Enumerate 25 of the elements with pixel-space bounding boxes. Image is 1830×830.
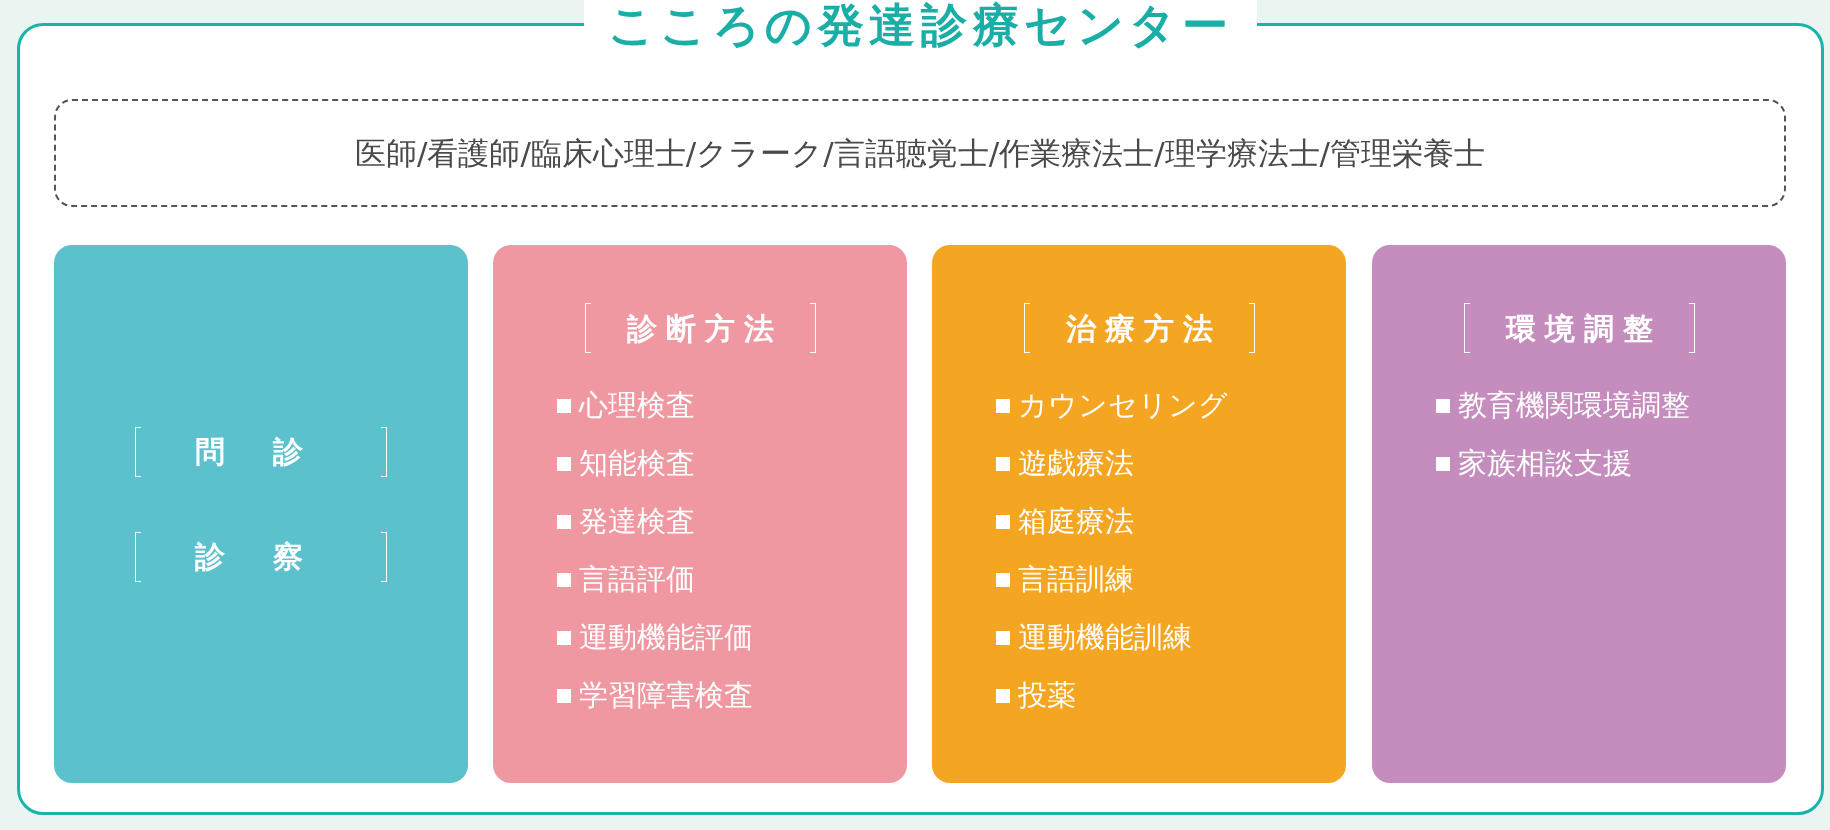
list-item: 運動機能評価 <box>579 619 753 656</box>
list-item: カウンセリング <box>1018 387 1228 424</box>
category-card <box>493 245 907 783</box>
list-item: 遊戯療法 <box>1018 445 1134 482</box>
list-item: 箱庭療法 <box>1018 503 1134 540</box>
card-heading: 環境調整 <box>1504 309 1663 348</box>
list-item: 言語評価 <box>579 561 695 598</box>
list-item: 家族相談支援 <box>1458 445 1632 482</box>
list-item: 言語訓練 <box>1018 561 1134 598</box>
list-item: 学習障害検査 <box>579 677 753 714</box>
list-item: 運動機能訓練 <box>1018 619 1192 656</box>
staff-box <box>54 99 1786 207</box>
category-card <box>54 245 468 783</box>
category-card <box>1372 245 1786 783</box>
list-item: 教育機関環境調整 <box>1458 387 1690 424</box>
card-heading: 問診 <box>194 433 352 471</box>
list-item: 心理検査 <box>579 387 695 424</box>
list-item: 発達検査 <box>579 503 695 540</box>
list-item: 投薬 <box>1018 677 1076 714</box>
card-heading: 診察 <box>194 538 352 576</box>
staff-list: 医師/看護師/臨床心理士/クラーク/言語聴覚士/作業療法士/理学療法士/管理栄養士 <box>354 129 1486 177</box>
list-item: 知能検査 <box>579 445 695 482</box>
card-heading: 診断方法 <box>625 309 784 348</box>
card-heading: 治療方法 <box>1064 309 1223 348</box>
category-card <box>932 245 1346 783</box>
